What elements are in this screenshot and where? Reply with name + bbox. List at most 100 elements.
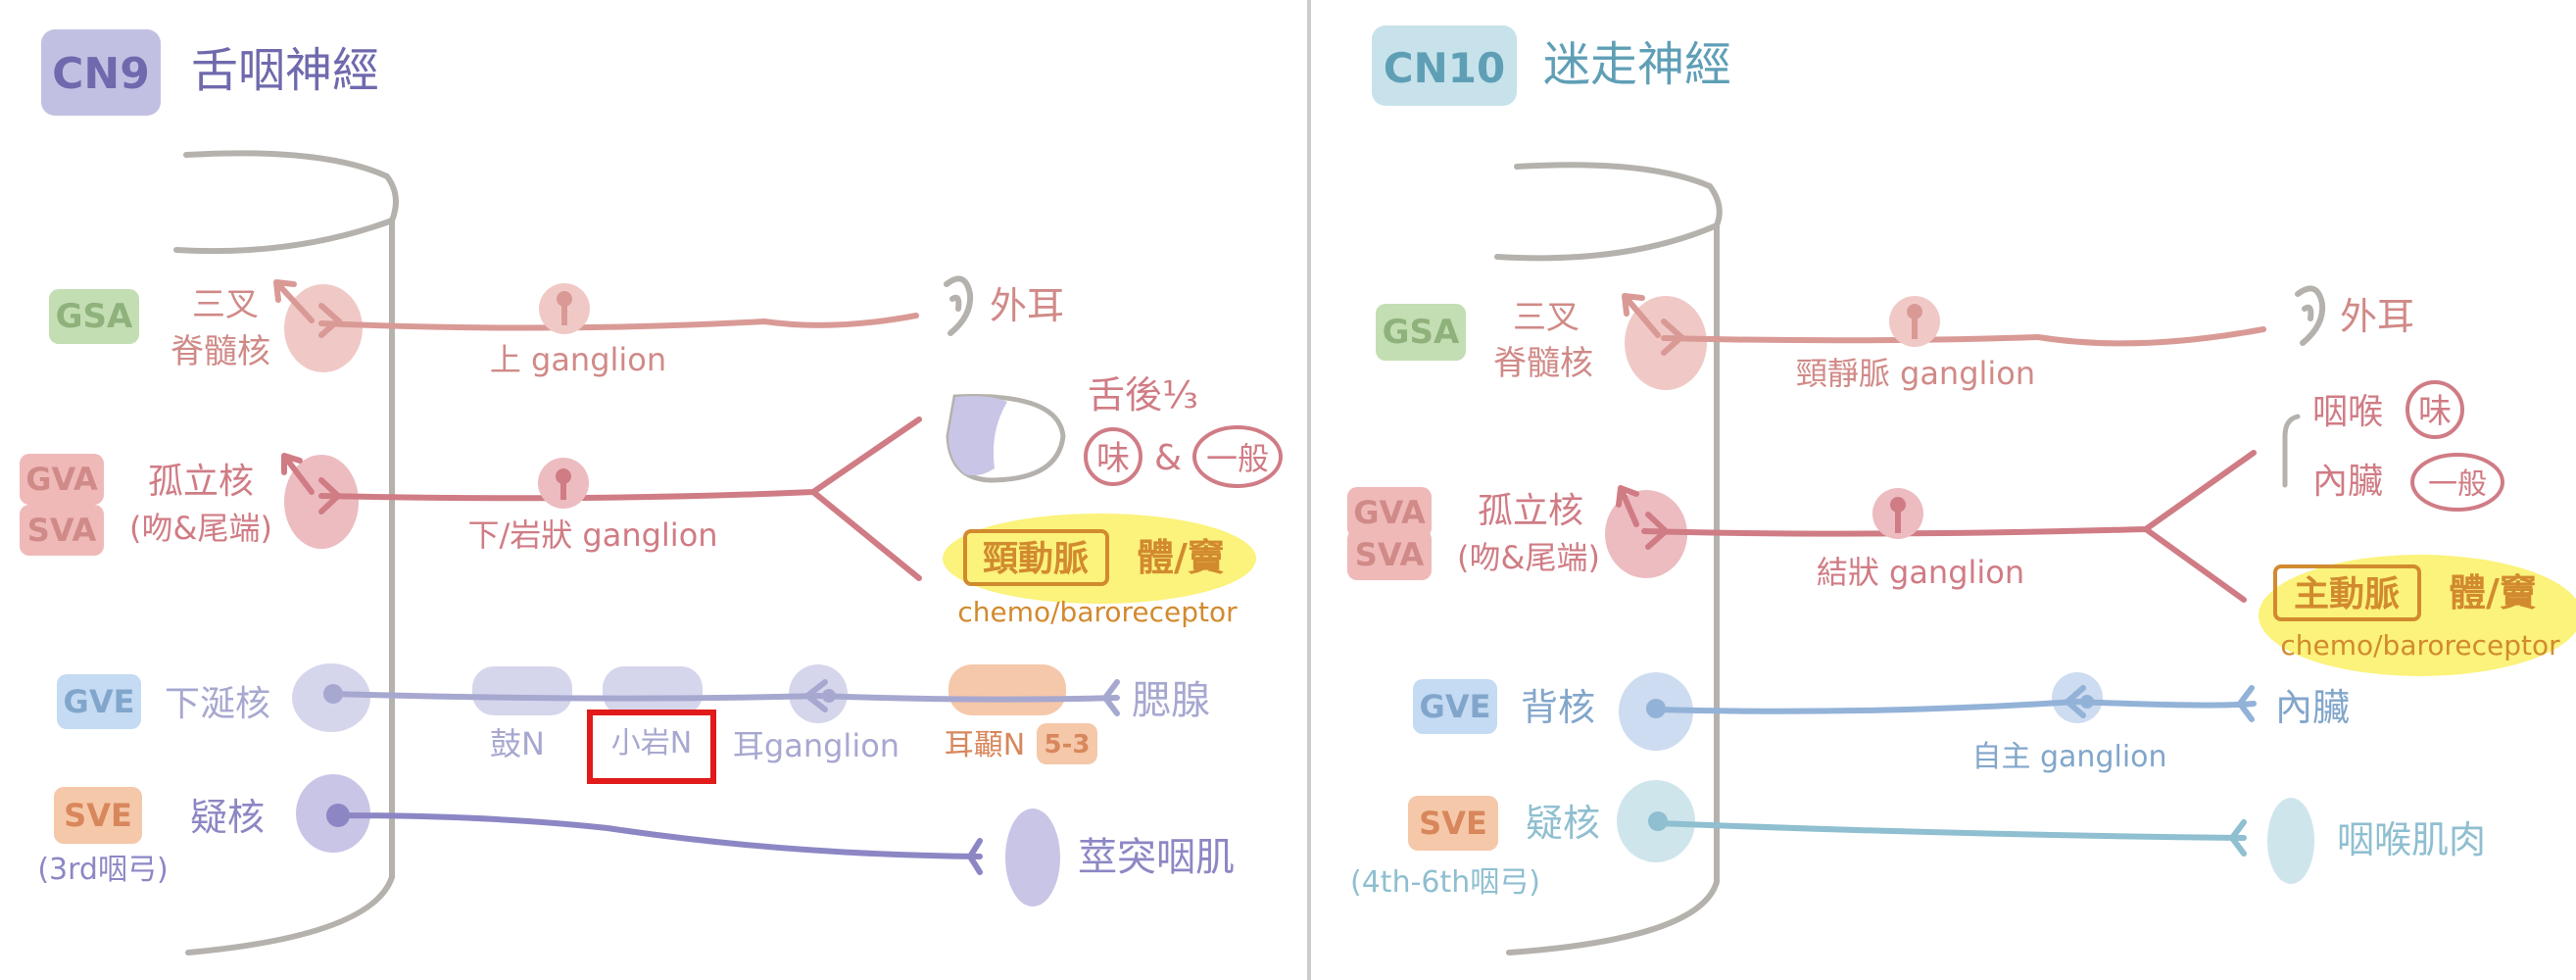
sve-target: 莖突咽肌 xyxy=(1078,835,1235,880)
gva-badge-text: GVA xyxy=(25,461,98,498)
cn10-title: 迷走神經 xyxy=(1543,37,1731,92)
gsa-badge-text: GSA xyxy=(1383,313,1460,352)
amp-label: & xyxy=(1154,438,1182,478)
sva-badge xyxy=(1347,529,1432,580)
taste-circle xyxy=(2406,380,2464,439)
gsa-ganglion-label: 上 ganglion xyxy=(490,341,666,378)
aortic-label: 主動脈 xyxy=(2294,574,2400,614)
gve-target: 內臟 xyxy=(2275,686,2350,729)
sve-arrow-icon xyxy=(2228,819,2247,857)
taste-circle xyxy=(1084,427,1142,486)
cn5-3-badge xyxy=(1037,723,1097,764)
sve-nerve-line xyxy=(1655,820,2247,841)
viscera-arrow-icon xyxy=(2236,685,2255,722)
viscera-label: 內臟 xyxy=(2312,462,2383,502)
general-label: 一般 xyxy=(2428,467,2487,502)
carotid-rest: 體/竇 xyxy=(1137,536,1225,579)
gsa-arrow-icon xyxy=(273,279,315,323)
sva-badge-text: SVA xyxy=(27,512,97,549)
sve-badge xyxy=(1408,796,1498,851)
gva-badge xyxy=(1347,487,1432,538)
carotid-receptor: chemo/baroreceptor xyxy=(957,596,1238,628)
gsa-ganglion-dot xyxy=(1907,304,1922,319)
brainstem-top-curve xyxy=(173,218,395,255)
taste-label: 味 xyxy=(1096,439,1130,478)
cn10-panel: CN10 迷走神經 GSA 三叉 脊髓核 頸靜脈 ganglion 外耳 GVA… xyxy=(1347,25,2576,956)
tongue-title: 舌後⅓ xyxy=(1088,373,1198,416)
gsa-ganglion-label: 頸靜脈 ganglion xyxy=(1796,355,2035,392)
sve-arrow-icon xyxy=(966,838,983,875)
pharynx-larynx-label: 咽喉 xyxy=(2312,392,2383,432)
visceral-ganglion-dot xyxy=(556,468,571,484)
gsa-nucleus-line2: 脊髓核 xyxy=(170,332,270,371)
gve-badge xyxy=(1413,679,1497,734)
gsa-ganglion-dot xyxy=(557,291,572,307)
tongue-posterior-shading xyxy=(948,396,1007,476)
autonomic-ganglion-dot xyxy=(2080,695,2094,709)
visceral-nerve-line xyxy=(318,416,922,581)
gsa-badge-text: GSA xyxy=(56,297,133,336)
general-label: 一般 xyxy=(1206,440,1269,477)
sve-nucleus: 疑核 xyxy=(190,796,265,839)
carotid-highlight xyxy=(943,514,1256,604)
visceral-arrow-icon xyxy=(281,453,315,495)
aortic-rest: 體/竇 xyxy=(2449,571,2537,614)
lesser-petrosal-nerve-label: 小岩N xyxy=(611,726,692,760)
cn10-badge-text: CN10 xyxy=(1384,44,1505,92)
visceral-ganglion-label: 下/岩狀 ganglion xyxy=(467,516,717,554)
gsa-arrow-icon xyxy=(1622,293,1661,338)
aortic-box xyxy=(2273,564,2421,621)
autonomic-ganglion-label: 自主 ganglion xyxy=(1971,740,2166,774)
cn5-3-badge-text: 5-3 xyxy=(1045,730,1091,760)
gsa-badge xyxy=(49,289,139,344)
tympanic-nerve-label: 鼓N xyxy=(490,725,545,762)
visceral-nucleus-line1: 孤立核 xyxy=(1478,491,1583,531)
cn9-badge xyxy=(41,29,161,116)
taste-label: 味 xyxy=(2418,392,2452,431)
tympanic-nerve-blob xyxy=(472,666,572,715)
cn10-badge xyxy=(1372,25,1517,106)
sve-arch: (3rd咽弓) xyxy=(37,853,168,887)
sva-badge xyxy=(20,505,104,556)
auriculotemporal-nerve-label: 耳顳N xyxy=(945,728,1025,762)
otic-ganglion-label: 耳ganglion xyxy=(733,727,899,764)
sve-nerve-line xyxy=(335,812,983,859)
visceral-ganglion-dot xyxy=(1890,497,1906,513)
sve-badge-text: SVE xyxy=(1419,805,1487,842)
gsa-target: 外耳 xyxy=(2340,295,2414,338)
ear-icon xyxy=(2295,285,2326,346)
gsa-nucleus-line1: 三叉 xyxy=(192,285,259,324)
gsa-badge xyxy=(1376,304,1466,361)
gve-nucleus: 下涎核 xyxy=(165,684,270,724)
sve-badge xyxy=(54,787,142,844)
target-brace xyxy=(2282,414,2301,488)
gsa-nerve-line xyxy=(1661,326,2266,347)
gva-badge-text: GVA xyxy=(1353,494,1426,531)
stylopharyngeus-muscle xyxy=(1005,808,1060,906)
sve-arch: (4th-6th咽弓) xyxy=(1350,865,1540,900)
sve-nucleus: 疑核 xyxy=(1526,802,1600,845)
gve-nucleus: 背核 xyxy=(1521,686,1595,729)
gsa-target: 外耳 xyxy=(990,284,1064,327)
visceral-nucleus-line1: 孤立核 xyxy=(148,462,254,502)
gve-badge-text: GVE xyxy=(1420,688,1491,725)
ear-icon xyxy=(944,275,974,336)
cn9-title: 舌咽神經 xyxy=(191,43,379,98)
sve-badge-text: SVE xyxy=(64,797,132,834)
otic-ganglion-chevron xyxy=(802,679,828,712)
general-oval xyxy=(2410,453,2504,512)
carotid-box xyxy=(963,529,1109,586)
gve-nerve-line xyxy=(1653,698,2257,714)
gsa-nucleus-chevron xyxy=(318,303,343,338)
sva-badge-text: SVA xyxy=(1355,536,1425,573)
visceral-nucleus-line2: (吻&尾端) xyxy=(1457,539,1600,576)
autonomic-ganglion-chevron xyxy=(2063,685,2086,718)
sve-target: 咽喉肌肉 xyxy=(2337,818,2486,861)
visceral-ganglion-label: 結狀 ganglion xyxy=(1817,554,2024,591)
gve-nerve-line xyxy=(330,691,1120,703)
cn9-badge-text: CN9 xyxy=(52,49,150,99)
aortic-receptor: chemo/baroreceptor xyxy=(2280,629,2560,662)
gve-badge xyxy=(57,674,141,729)
gve-target: 腮腺 xyxy=(1132,678,1210,723)
